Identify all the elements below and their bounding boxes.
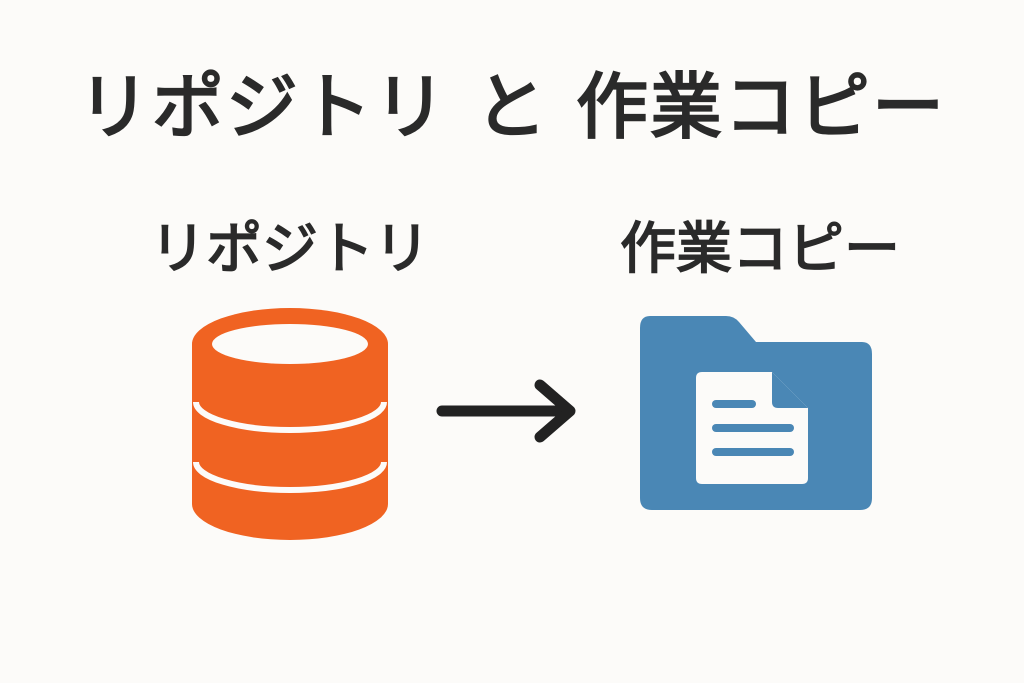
arrow-right-icon <box>436 379 576 443</box>
database-stripe-1 <box>193 401 387 433</box>
database-top <box>212 324 368 364</box>
working-copy-label: 作業コピー <box>620 217 900 282</box>
repository-label: リポジトリ <box>150 217 430 282</box>
folder-document-icon <box>640 316 872 510</box>
diagram-title: リポジトリ と 作業コピー <box>77 65 947 149</box>
document-fold <box>772 372 808 408</box>
database-body <box>192 308 388 540</box>
database-icon <box>192 308 388 540</box>
database-stripe-2 <box>193 461 387 493</box>
